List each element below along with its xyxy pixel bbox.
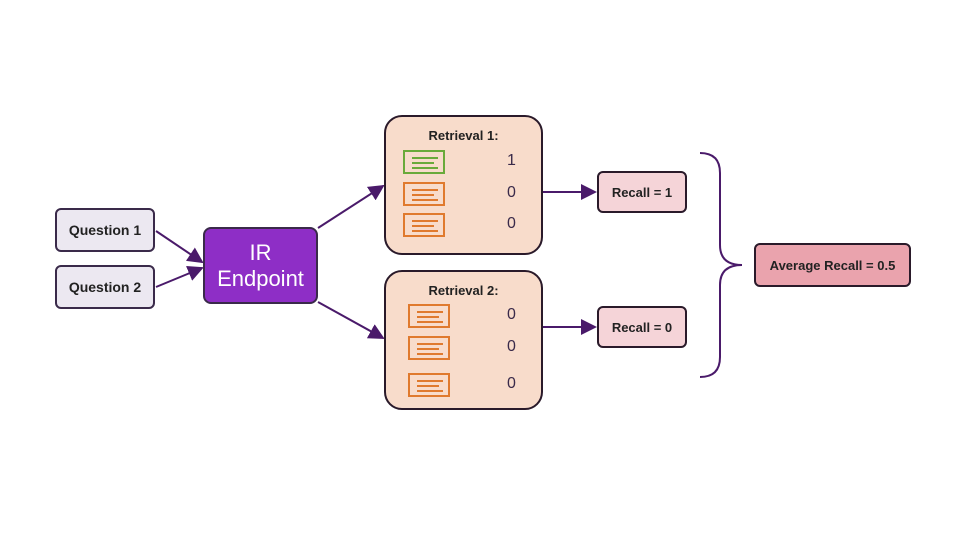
recall-2-label: Recall = 0 [611,319,673,335]
average-recall-box: Average Recall = 0.5 [754,243,911,287]
arrow-endpoint-to-retrieval2 [317,301,385,339]
relevance-score: 0 [507,375,516,392]
recall-1-box: Recall = 1 [597,171,687,213]
document-icon [408,373,450,397]
retrieval-1-box: Retrieval 1: 1 0 0 [384,115,543,255]
document-icon [408,304,450,328]
arrow-q2-to-endpoint [155,265,204,288]
question-2-label: Question 2 [68,279,142,295]
curly-brace [699,152,743,378]
retrieval-1-doc-row: 1 [386,150,541,174]
endpoint-line2: Endpoint [217,265,304,291]
relevance-score: 0 [507,184,516,201]
arrow-q1-to-endpoint [155,230,204,264]
retrieval-2-doc-row: 0 [386,336,541,360]
retrieval-2-title: Retrieval 2: [428,283,499,298]
document-icon [403,213,445,237]
retrieval-1-title: Retrieval 1: [428,128,499,143]
retrieval-1-doc-row: 0 [386,213,541,237]
document-icon [403,182,445,206]
retrieval-2-doc-row: 0 [386,304,541,328]
recall-2-box: Recall = 0 [597,306,687,348]
retrieval-2-box: Retrieval 2: 0 0 0 [384,270,543,410]
endpoint-line1: IR [249,239,272,265]
retrieval-2-doc-row: 0 [386,373,541,397]
relevance-score: 0 [507,215,516,232]
question-2-box: Question 2 [55,265,155,309]
retrieval-1-doc-row: 0 [386,182,541,206]
document-icon [403,150,445,174]
arrow-endpoint-to-retrieval1 [317,184,385,229]
question-1-box: Question 1 [55,208,155,252]
relevance-score: 0 [507,338,516,355]
ir-endpoint-box: IR Endpoint [203,227,318,304]
average-recall-label: Average Recall = 0.5 [769,257,896,273]
relevance-score: 0 [507,306,516,323]
question-1-label: Question 1 [68,222,142,238]
document-icon [408,336,450,360]
relevance-score: 1 [507,152,516,169]
recall-1-label: Recall = 1 [611,184,673,200]
